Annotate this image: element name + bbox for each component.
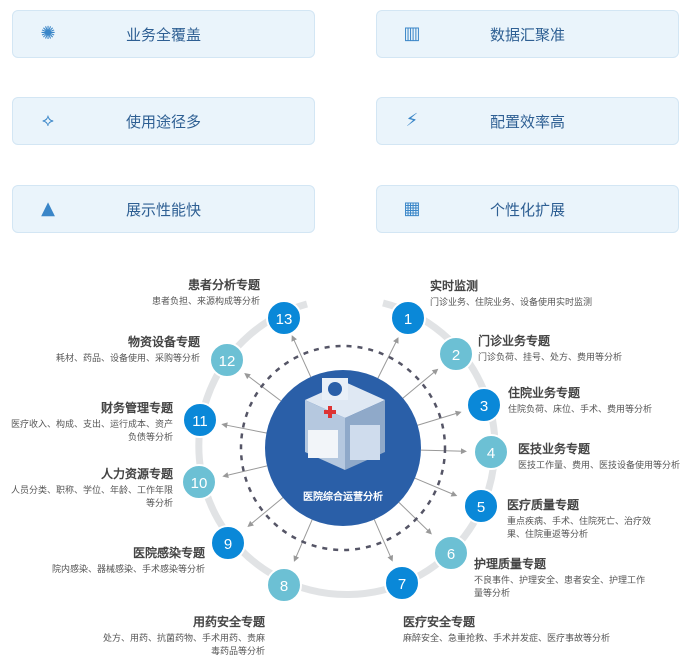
topic-description: 耗材、药品、设备使用、采购等分析 [55,354,200,364]
rocket-icon: ▲ [41,198,55,219]
topic-number: 6 [447,546,455,563]
dashed-ring [239,344,447,552]
topic-title: 人力资源专题 [100,467,173,481]
arrow-head [431,368,439,375]
arrow-line [245,373,282,402]
arrow-line [294,519,313,561]
arrow-head [244,373,251,380]
feature-card-performance: ▲ 展示性能快 [12,185,315,233]
feature-card-access: ⟡ 使用途径多 [12,97,315,145]
arrow-head [293,555,300,562]
topic-title: 实时监测 [430,279,479,293]
topic-node [266,567,302,603]
topic-node [384,565,420,601]
arrow-line [414,477,456,496]
topic-description: 住院负荷、床位、手术、费用等分析 [508,405,653,415]
topic-number: 5 [477,499,485,516]
arrow-head [454,410,462,417]
topic-description: 医技工作量、费用、医技设备使用等分析 [518,461,681,471]
topic-title: 财务管理专题 [100,401,173,415]
topic-title: 住院业务专题 [508,386,581,400]
widgets-icon: ▦ [403,198,421,219]
feature-card-coverage: ✺ 业务全覆盖 [12,10,315,58]
feature-card-extension: ▦ 个性化扩展 [376,185,679,233]
feature-label: 配置效率高 [489,112,565,131]
arrow-line [224,465,268,477]
topic-node [473,434,509,470]
topic-description: 门诊业务、住院业务、设备使用实时监测 [430,298,593,308]
topic-description: 患者负担、来源构成等分析 [151,297,260,307]
topic-node [181,464,217,500]
topic-description: 人员分类、职称、学位、年龄、工作年限等分析 [10,486,173,509]
topic-number: 10 [191,475,208,492]
topic-title: 门诊业务专题 [478,334,551,348]
topic-node [266,300,302,336]
arrow-line [292,336,312,378]
topic-title: 患者分析专题 [187,278,260,292]
feature-label: 业务全覆盖 [125,25,201,44]
arrow-head [450,490,458,497]
aperture-icon: ✺ [40,23,56,44]
topic-node [182,402,218,438]
route-icon: ⟡ [42,110,54,131]
topic-number: 4 [487,445,495,462]
arrow-head [393,337,399,344]
topic-node [390,300,426,336]
arrow-line [373,519,393,560]
feature-card-config: ⚡ 配置效率高 [376,97,679,145]
topic-description: 不良事件、护理安全、患者安全、护理工作量等分析 [474,576,646,599]
topic-node [210,525,246,561]
topic-node [438,336,474,372]
topic-number: 3 [480,398,488,415]
topic-number: 2 [452,347,460,364]
bar-chart-icon: ▥ [403,23,421,44]
topic-number: 1 [404,311,412,328]
topic-number: 12 [219,353,236,370]
feature-label: 展示性能快 [125,200,201,219]
topic-node [433,535,469,571]
feature-label: 个性化扩展 [489,200,565,219]
topic-description: 麻醉安全、急重抢救、手术并发症、医疗事故等分析 [403,634,611,644]
topic-description: 处方、用药、抗菌药物、手术用药、贵麻毒药品等分析 [102,634,265,657]
feature-card-aggregation: ▥ 数据汇聚准 [376,10,679,58]
topic-number: 13 [276,311,293,328]
topic-number: 9 [224,536,232,553]
arrow-line [377,338,399,379]
topic-description: 院内感染、器械感染、手术感染等分析 [51,565,205,575]
topic-description: 重点疾病、手术、住院死亡、治疗效果、住院重返等分析 [507,517,652,540]
arrow-head [460,448,467,455]
topic-number: 7 [398,576,406,593]
topic-description: 门诊负荷、挂号、处方、费用等分析 [478,353,623,363]
lightning-icon: ⚡ [405,110,419,131]
arrow-line [248,497,284,527]
topic-node [209,342,245,378]
hospital-building-icon [305,378,385,470]
feature-label: 使用途径多 [125,112,201,131]
topic-title: 用药安全专题 [192,615,265,629]
arrow-head [291,335,297,342]
topic-number: 11 [192,413,208,430]
hub-label: 医院综合运营分析 [303,492,383,503]
arrow-line [223,424,267,434]
topic-number: 8 [280,578,288,595]
arrow-line [402,369,438,399]
topic-title: 物资设备专题 [127,335,200,349]
arrow-head [222,472,229,479]
feature-label: 数据汇聚准 [489,25,565,44]
arrow-head [221,422,228,429]
topic-title: 医院感染专题 [132,546,205,560]
arrow-line [417,411,460,426]
topic-title: 医疗安全专题 [403,615,476,629]
arrow-head [425,528,432,535]
topic-title: 护理质量专题 [474,557,547,571]
arrow-head [387,554,394,562]
arrow-line [420,449,465,452]
topic-node [466,387,502,423]
topic-node [463,488,499,524]
topic-description: 医疗收入、构成、支出、运行成本、资产负债等分析 [10,420,173,443]
arrow-line [398,502,431,534]
topic-title: 医技业务专题 [518,442,591,456]
arrow-head [247,520,254,527]
topic-title: 医疗质量专题 [507,498,580,512]
